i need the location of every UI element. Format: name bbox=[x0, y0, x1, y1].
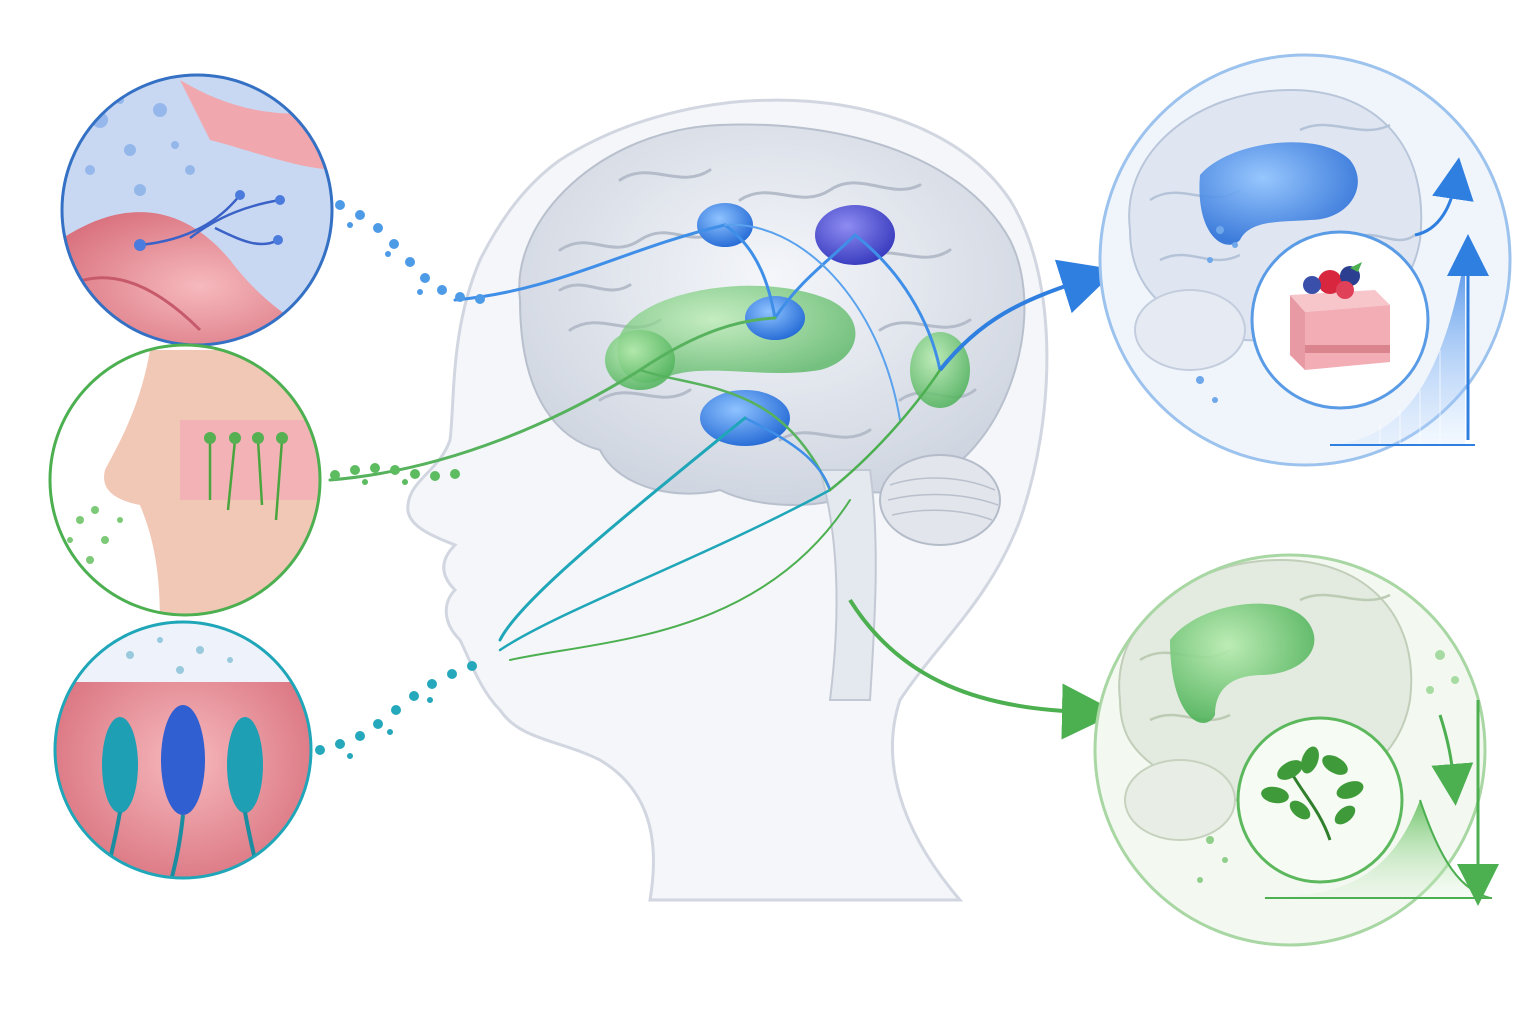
olfactory-nose-icon bbox=[48, 343, 322, 617]
particle-stream-top bbox=[335, 200, 485, 304]
particle-stream-bottom bbox=[315, 661, 477, 759]
neural-pathways bbox=[328, 223, 942, 661]
taste-receptor-bubbles-icon bbox=[60, 73, 334, 347]
reward-arrow bbox=[938, 259, 1117, 372]
arrow-down-icon bbox=[1265, 650, 1499, 906]
herb-icon bbox=[1261, 746, 1364, 841]
arrow-up-icon bbox=[1330, 157, 1489, 446]
aversion-arrow bbox=[848, 598, 1118, 740]
green-brain-herb-icon bbox=[1093, 553, 1487, 947]
taste-bud-cells-icon bbox=[53, 620, 313, 880]
particle-stream-middle bbox=[330, 463, 460, 485]
blue-brain-cake-icon bbox=[1098, 53, 1512, 467]
cake-icon bbox=[1290, 262, 1390, 370]
